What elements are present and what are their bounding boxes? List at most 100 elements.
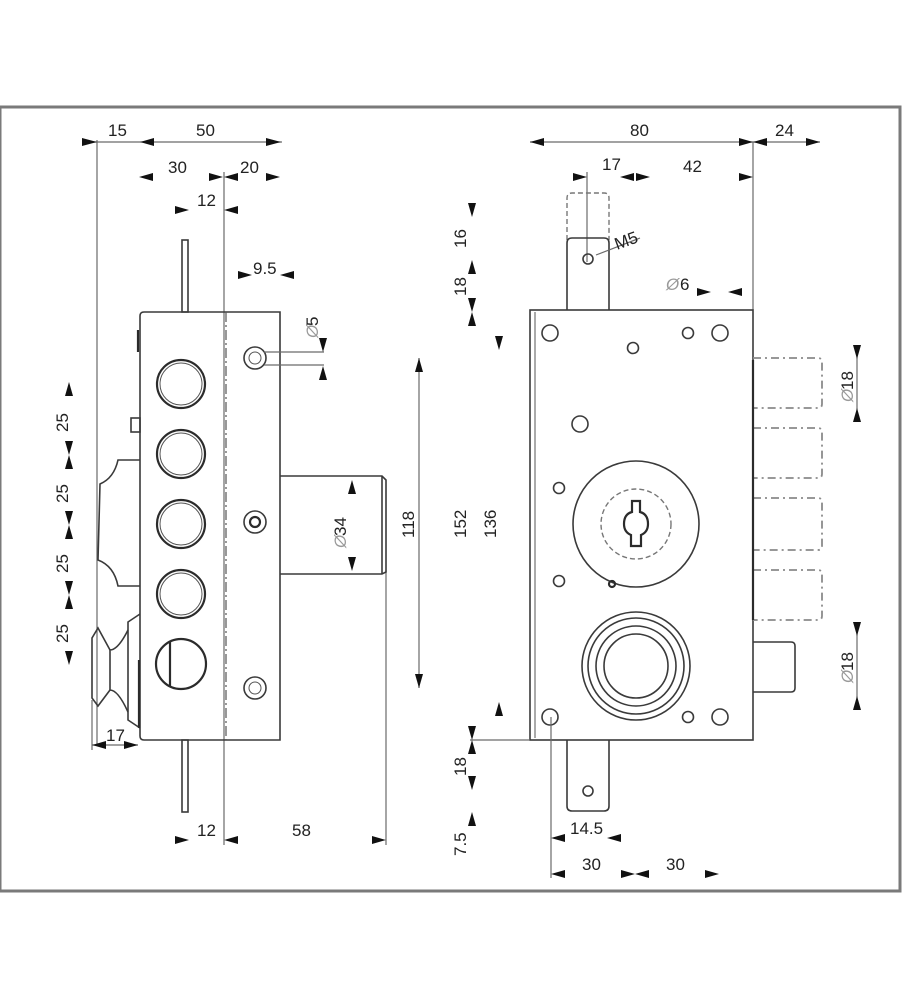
mount-hole xyxy=(541,708,559,726)
arrow-icon xyxy=(224,836,238,844)
dim-label-9-5: 9.5 xyxy=(253,259,277,278)
arrow-icon xyxy=(806,138,820,146)
keyhole-icon xyxy=(622,499,650,548)
arrow-icon xyxy=(319,366,327,380)
dim-label-30: 30 xyxy=(168,158,187,177)
handle-rosette xyxy=(581,611,691,721)
arrow-icon xyxy=(319,338,327,352)
bolt-hole xyxy=(155,498,207,550)
dim-label-30-a: 30 xyxy=(582,855,601,874)
mount-hole xyxy=(571,415,589,433)
arrow-icon xyxy=(853,696,861,710)
arrow-icon xyxy=(348,557,356,571)
screw-ring xyxy=(243,676,267,700)
arrow-icon xyxy=(468,776,476,790)
mount-hole xyxy=(711,708,729,726)
diameter-symbol-icon: Ø xyxy=(303,323,322,339)
arrow-icon xyxy=(65,525,73,539)
arrow-icon xyxy=(853,622,861,636)
arrow-icon xyxy=(415,674,423,688)
arrow-icon xyxy=(468,312,476,326)
dim-label-dia-6: 6 xyxy=(680,275,689,294)
dim-label-50: 50 xyxy=(196,121,215,140)
cylinder-rosette xyxy=(572,460,700,588)
arrow-icon xyxy=(124,741,138,749)
arrow-icon xyxy=(853,408,861,422)
bolt-hole xyxy=(155,568,207,620)
arrow-icon xyxy=(551,834,565,842)
arrow-icon xyxy=(620,173,634,181)
right-view: 80 24 17 42 M5 16 18 Ø 6 xyxy=(451,121,861,878)
dim-label-24: 24 xyxy=(775,121,794,140)
screw-ring xyxy=(243,346,267,370)
mount-hole xyxy=(552,574,566,588)
dim-label-30-b: 30 xyxy=(666,855,685,874)
arrow-icon xyxy=(348,480,356,494)
arrow-icon xyxy=(65,382,73,396)
arrow-icon xyxy=(468,298,476,312)
bolt-hole xyxy=(155,358,207,410)
diameter-symbol-icon: Ø xyxy=(665,275,681,294)
arrow-icon xyxy=(697,288,711,296)
tab-screw-hole xyxy=(582,253,594,265)
arrow-icon xyxy=(65,455,73,469)
dim-label-dia-18-top: 18 xyxy=(838,371,857,390)
bottom-tab xyxy=(566,740,610,812)
arrow-icon xyxy=(495,336,503,350)
arrow-icon xyxy=(573,173,587,181)
phantom-bolts xyxy=(753,357,823,621)
dim-label-17-tab: 17 xyxy=(602,155,621,174)
arrow-icon xyxy=(415,358,423,372)
dim-label-dia-18-bottom: 18 xyxy=(838,652,857,671)
arrow-icon xyxy=(621,870,635,878)
height-dimensions: 118 152 136 xyxy=(399,336,503,716)
dim-label-18-bottom: 18 xyxy=(451,757,470,776)
arrow-icon xyxy=(266,138,281,146)
dim-label-20: 20 xyxy=(240,158,259,177)
arrow-icon xyxy=(65,581,73,595)
dim-label-152: 152 xyxy=(451,510,470,538)
dim-label-17-knob: 17 xyxy=(106,726,125,745)
dim-label-25: 25 xyxy=(53,484,72,503)
dim-label-m5: M5 xyxy=(612,228,641,254)
mount-hole xyxy=(711,324,729,342)
deadbolt-hole xyxy=(154,637,208,691)
arrow-icon xyxy=(372,836,386,844)
bolt-hole-column xyxy=(154,358,208,691)
arrow-icon xyxy=(468,260,476,274)
dim-label-25: 25 xyxy=(53,624,72,643)
arrow-icon xyxy=(739,138,753,146)
arrow-icon xyxy=(224,173,238,181)
arrow-icon xyxy=(705,870,719,878)
drawing-frame xyxy=(0,105,902,893)
lock-body-front xyxy=(529,309,754,741)
arrow-icon xyxy=(468,812,476,826)
arrow-icon xyxy=(65,441,73,455)
arrow-icon xyxy=(739,173,753,181)
arrow-icon xyxy=(853,345,861,359)
dim-label-7-5: 7.5 xyxy=(451,832,470,856)
arrow-icon xyxy=(468,203,476,217)
dim-label-12-top: 12 xyxy=(197,191,216,210)
dim-label-16: 16 xyxy=(451,229,470,248)
bottom-latch-bar xyxy=(181,739,189,813)
arrow-icon xyxy=(65,595,73,609)
arrow-icon xyxy=(175,206,189,214)
dim-label-42: 42 xyxy=(683,157,702,176)
arrow-icon xyxy=(175,836,189,844)
top-latch-bar xyxy=(181,239,189,313)
knob xyxy=(91,613,141,729)
dim-label-15: 15 xyxy=(108,121,127,140)
dim-label-25: 25 xyxy=(53,413,72,432)
dim-label-118: 118 xyxy=(399,511,418,538)
bolt-hole xyxy=(155,428,207,480)
tab-screw-hole xyxy=(582,785,594,797)
small-bolt xyxy=(753,641,796,693)
arrow-icon xyxy=(636,173,650,181)
screw-ring xyxy=(243,510,267,534)
cylinder-outline xyxy=(600,488,672,560)
dim-label-58: 58 xyxy=(292,821,311,840)
arrow-icon xyxy=(82,138,97,146)
arrow-icon xyxy=(92,741,106,749)
